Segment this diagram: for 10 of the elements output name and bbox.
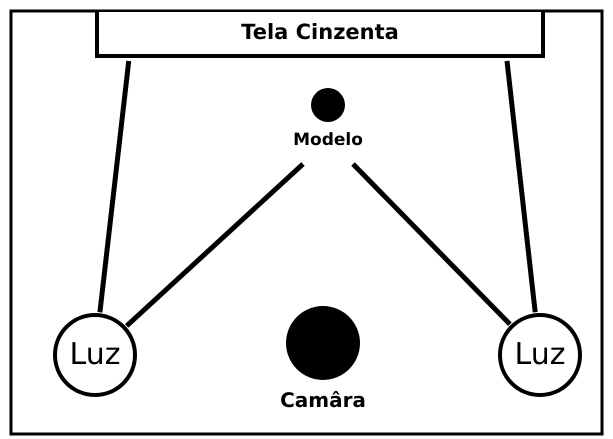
marker-label: Modelo [292, 130, 364, 150]
screen-box [95, 12, 545, 58]
light-label: Luz [70, 336, 120, 374]
light-beam-line [351, 162, 512, 326]
light-beam-line [504, 60, 538, 313]
light-label: Luz [514, 336, 566, 374]
light-beam-line [124, 162, 305, 328]
light-beam-line [97, 60, 132, 313]
screen-label: Tela Cinzenta [241, 19, 399, 46]
marker-label: Camâra [279, 388, 367, 412]
